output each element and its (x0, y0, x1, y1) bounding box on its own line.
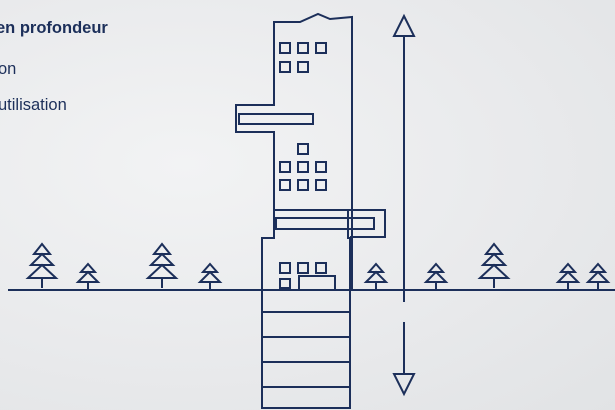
tree-icon (365, 263, 387, 291)
legend-item-2: utilisation (0, 96, 67, 114)
tree-icon (199, 263, 221, 291)
underground-floors (261, 289, 351, 409)
legend-heading: en profondeur (0, 19, 108, 37)
legend-item-1: on (0, 60, 17, 78)
tree-icon (587, 263, 609, 291)
height-arrow-icon (392, 13, 416, 302)
tree-icon (147, 243, 177, 289)
tree-icon (557, 263, 579, 291)
tall-building-icon (235, 12, 386, 291)
tree-icon (27, 243, 57, 289)
tree-icon (425, 263, 447, 291)
tree-icon (479, 243, 509, 289)
depth-arrow-icon (392, 322, 416, 397)
tree-icon (77, 263, 99, 291)
